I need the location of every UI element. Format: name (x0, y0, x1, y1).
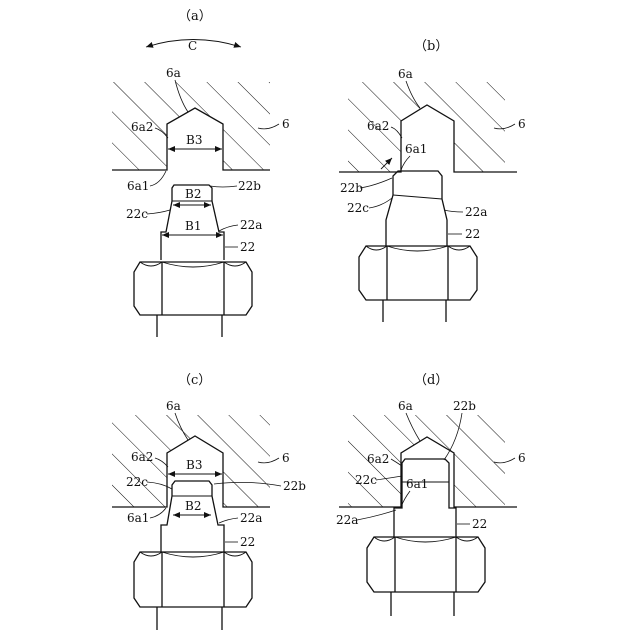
panel-a-title: （a） (178, 9, 212, 24)
label-6a: 6a (166, 399, 181, 413)
label-b3: B3 (186, 133, 202, 147)
label-b3: B3 (186, 458, 202, 472)
stud-step-line (393, 195, 442, 199)
label-6a1: 6a1 (127, 179, 149, 193)
label-6a1: 6a1 (406, 477, 428, 491)
leader-6a1 (401, 156, 410, 170)
panel-c-title: （c） (178, 373, 211, 388)
nut-outline (134, 552, 252, 607)
label-6: 6 (282, 117, 290, 131)
label-22: 22 (240, 240, 255, 254)
label-22a: 22a (465, 205, 487, 219)
label-22a: 22a (240, 511, 262, 525)
label-6a1: 6a1 (405, 142, 427, 156)
leader-6a1 (150, 508, 166, 518)
label-6a: 6a (398, 399, 413, 413)
label-6a2: 6a2 (131, 450, 153, 464)
stud-outline (386, 171, 447, 246)
nut-outline (134, 262, 252, 315)
leader-22c (147, 210, 170, 214)
label-22b: 22b (453, 399, 476, 413)
label-6a: 6a (166, 66, 181, 80)
label-6a2: 6a2 (131, 120, 153, 134)
label-b2: B2 (185, 187, 201, 201)
leader-22b (360, 178, 392, 188)
rotation-label: C (188, 39, 197, 53)
label-b1: B1 (185, 219, 201, 233)
panel-a: （a） C B3 B2 B1 6a 6 6a2 6a1 22b (112, 9, 290, 337)
label-22b: 22b (238, 179, 261, 193)
panel-d: （d） 6a 22b 6 6a2 22c 6a1 22a 22 (336, 373, 526, 616)
nut-chamfer (366, 246, 470, 251)
label-6a1: 6a1 (127, 511, 149, 525)
label-22c: 22c (126, 475, 148, 489)
leader-22a (357, 510, 396, 520)
label-6: 6 (518, 451, 526, 465)
leader-22a (219, 225, 238, 231)
panel-d-title: （d） (414, 373, 448, 388)
label-22c: 22c (126, 207, 148, 221)
label-6: 6 (518, 117, 526, 131)
leader-6a1 (150, 171, 166, 186)
nut-outline (367, 537, 485, 592)
leader-22a (219, 518, 238, 523)
leader-22a (444, 210, 463, 212)
label-22b: 22b (340, 181, 363, 195)
panel-b: （b） 6a 6 6a2 6a1 22b 22c 22a 22 (339, 39, 526, 322)
label-22b: 22b (283, 479, 306, 493)
label-22c: 22c (355, 473, 377, 487)
nut-outline (359, 246, 477, 300)
panel-c: （c） B3 B2 6a 6 6a2 22c 22b 6a1 22a (112, 373, 306, 630)
leader-22b (210, 186, 237, 187)
label-22: 22 (465, 227, 480, 241)
label-b2: B2 (185, 499, 201, 513)
label-22c: 22c (347, 201, 369, 215)
nut-chamfer (140, 262, 246, 267)
nut-chamfer (140, 552, 246, 557)
panel-b-title: （b） (414, 39, 448, 54)
label-6a2: 6a2 (367, 452, 389, 466)
label-6a2: 6a2 (367, 119, 389, 133)
label-6a: 6a (398, 67, 413, 81)
leader-22c (369, 198, 392, 208)
label-22a: 22a (240, 218, 262, 232)
label-6: 6 (282, 451, 290, 465)
label-22: 22 (472, 517, 487, 531)
label-22: 22 (240, 535, 255, 549)
label-22a: 22a (336, 513, 358, 527)
nut-chamfer (374, 537, 478, 542)
